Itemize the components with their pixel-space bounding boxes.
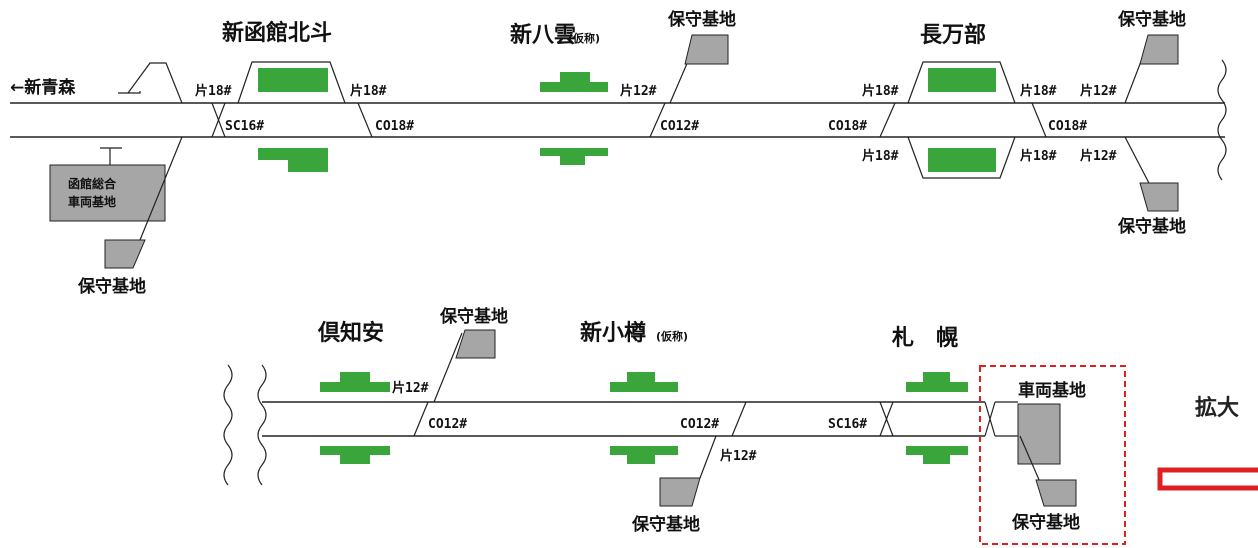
turnout-label-kata12-a: 片12# (620, 83, 657, 99)
platform-oshamambe-upper (928, 68, 996, 92)
turnout-label-kata18-d: 片18# (862, 148, 899, 164)
platform-sapporo-lower (906, 446, 968, 464)
station-name-oshamambe: 長万部 (920, 22, 986, 48)
platform-shin-hakodate-hokuto-side (258, 148, 328, 172)
branch-to-maintenance-base-6 (699, 435, 717, 479)
turnout-label-co18-c: CO18# (1048, 119, 1087, 134)
depot-crossover-b (984, 401, 996, 437)
maintenance-base-label-6: 保守基地 (631, 514, 700, 535)
platform-shin-yakumo-lower (540, 148, 608, 165)
platform-kutchan-lower (320, 446, 390, 464)
station-note-shin-otaru: (仮称) (656, 329, 688, 343)
maintenance-base-label-4: 保守基地 (1117, 216, 1186, 237)
line-continuation-mark-top (1217, 59, 1227, 181)
maintenance-base-box-5 (455, 329, 496, 359)
turnout-co12-lower-b (731, 401, 747, 437)
platform-kutchan-upper (320, 372, 390, 392)
branch-to-maintenance-base-1 (139, 136, 183, 241)
station-name-shin-otaru: 新小樽 (580, 320, 646, 346)
branch-to-maintenance-base-4 (1124, 136, 1151, 186)
maintenance-base-label-7: 保守基地 (1011, 512, 1080, 533)
maintenance-base-box-2 (684, 34, 729, 65)
turnout-label-kata12-e: 片12# (720, 448, 757, 464)
maintenance-base-label-3: 保守基地 (1117, 9, 1186, 30)
maintenance-base-box-1 (104, 239, 146, 269)
turnout-label-kata18-b: 片18# (350, 83, 387, 99)
turnout-co18-upper-b (879, 102, 896, 138)
branch-to-maintenance-base-7 (1019, 435, 1041, 483)
maintenance-base-box-6 (659, 477, 701, 507)
vehicle-base-label: 車両基地 (1018, 380, 1086, 401)
turnout-co12-lower-a (413, 401, 429, 437)
hakodate-depot-label-2: 車両基地 (68, 194, 116, 209)
siding-track-top-left (127, 62, 183, 104)
crossover-sc16-lower-b (879, 401, 894, 437)
turnout-label-co12-a: CO12# (660, 119, 699, 134)
platform-shin-otaru-upper (610, 372, 678, 392)
siding-oshamambe-lower (907, 136, 1016, 179)
turnout-label-kata18-a: 片18# (195, 83, 232, 99)
turnout-label-kata18-e: 片18# (1020, 83, 1057, 99)
maintenance-base-box-3 (1139, 34, 1179, 65)
line-continuation-mark-left-1 (223, 364, 233, 486)
crossover-sc16-b (211, 102, 226, 138)
zoom-highlight-box (979, 365, 1126, 545)
siding-oshamambe-upper (907, 61, 1016, 104)
zoom-callout-label: 拡大 (1195, 396, 1239, 421)
maintenance-base-label-2: 保守基地 (667, 9, 736, 30)
turnout-co18-upper-c (1031, 102, 1047, 138)
platform-shin-yakumo-upper (540, 72, 608, 92)
platform-sapporo-upper (906, 372, 968, 392)
turnout-label-kata18-c: 片18# (862, 83, 899, 99)
turnout-label-sc16-lower: SC16# (828, 417, 867, 432)
hakodate-depot-box (49, 164, 166, 222)
station-name-shin-hakodate-hokuto: 新函館北斗 (222, 20, 332, 46)
turnout-co12-upper-a (649, 102, 666, 138)
maintenance-base-box-4 (1139, 182, 1179, 212)
maintenance-base-box-7 (1035, 479, 1077, 507)
turnout-label-co18-a: CO18# (375, 119, 414, 134)
turnout-label-kata12-b: 片12# (1080, 83, 1117, 99)
turnout-label-kata12-d: 片12# (392, 380, 429, 396)
turnout-co18-upper-a (357, 102, 373, 138)
station-name-sapporo: 札 幌 (891, 326, 958, 351)
turnout-label-co18-b: CO18# (828, 119, 867, 134)
buffer-stop-top (118, 91, 141, 94)
station-name-kutchan: 倶知安 (317, 320, 384, 346)
platform-shin-hakodate-hokuto-island (258, 68, 328, 92)
zoom-callout-arrow (1157, 467, 1258, 491)
turnout-label-sc16-upper: SC16# (225, 119, 264, 134)
line-continuation-mark-left-2 (257, 364, 267, 486)
maintenance-base-label-1: 保守基地 (77, 276, 146, 297)
maintenance-base-label-5: 保守基地 (439, 306, 508, 327)
hakodate-depot-label-1: 函館総合 (68, 176, 117, 191)
station-name-shin-yakumo: 新八雲 (510, 22, 576, 48)
turnout-label-kata12-c: 片12# (1080, 148, 1117, 164)
turnout-label-co12-b: CO12# (428, 417, 467, 432)
platform-oshamambe-lower (928, 148, 996, 172)
station-note-shin-yakumo: (仮称) (568, 31, 600, 45)
sapporo-vehicle-base-box (1017, 403, 1061, 465)
turnout-label-kata18-f: 片18# (1020, 148, 1057, 164)
siding-shin-hakodate-hokuto (237, 61, 346, 104)
turnout-label-co12-c: CO12# (680, 417, 719, 432)
platform-shin-otaru-lower (610, 446, 678, 464)
branch-to-maintenance-base-5 (433, 332, 463, 403)
shin-aomori-direction-label: ←新青森 (10, 77, 76, 98)
